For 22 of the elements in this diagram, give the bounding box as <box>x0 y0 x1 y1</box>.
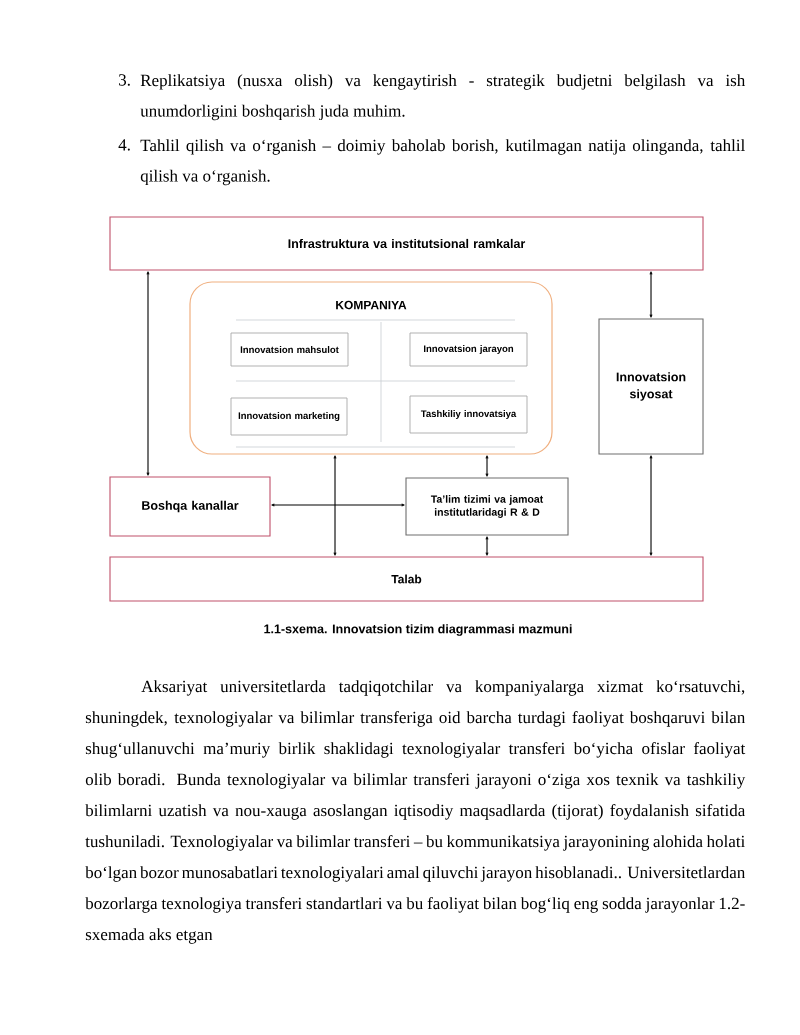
category-box: Innovatsion jarayon <box>409 332 528 367</box>
block-box: Talab <box>109 556 704 602</box>
category-box: Innovatsion mahsulot <box>230 332 349 367</box>
list-item: Tahlil qilish va o‘rganish – doimiy baholab borish, kutilmagan natija olinganda, tahlil qilish va o‘rganish. <box>140 139 745 186</box>
block-box: Boshqa kanallar <box>109 476 271 537</box>
arrow <box>649 271 653 318</box>
arrow <box>333 455 337 556</box>
arrow <box>271 503 405 507</box>
block-box: Innovatsion siyosat <box>598 318 704 455</box>
block-box: Infrastruktura va institutsional ramkalar <box>109 216 704 271</box>
block-box: Ta’lim tizimi va jamoat institutlaridagi R & D <box>405 477 569 536</box>
category-box: Innovatsion marketing <box>230 397 348 436</box>
list-item: Replikatsiya (nusxa olish) va kengaytirish - strategik budjetni belgilash va ish unumdorligini boshqarish juda muhim. <box>140 74 746 121</box>
arrow <box>485 455 489 477</box>
list-number: 3. <box>119 74 130 86</box>
list-number: 4. <box>118 139 130 151</box>
caption: 1.1-sxema. Innovatsion tizim diagrammasi mazmuni <box>264 624 572 636</box>
arrow <box>649 455 653 556</box>
arrow <box>485 536 489 556</box>
paragraph: Aksariyat universitetlarda tadqiqotchilar va kompaniyalarga xizmat ko‘rsatuvchi, shuningdek, texnologiyalar va bilimlar transferiga oid barcha turdagi faoliyat boshqaruvi bilan shug‘ullanuvchi ma’muriy birlik shaklidagi texnologiyalar transferi bo‘yicha ofislar faoliyat olib boradi. Bunda texnologiyalar va bilimlar transferi jarayoni o‘ziga xos texnik va tashkiliy bilimlarni uzatish va nou-xauga asoslangan iqtisodiy maqsadlarda (tijorat) foydalanish sifatida tushuniladi. Texnologiyalar va bilimlar transferi – bu kommunikatsiya jarayonining alohida holati bo‘lgan bozor munosabatlari texnologiyalari amal qiluvchi jarayon hisoblanadi.. Universitetlardan bozorlarga texnologiya transferi standartlari va bu faoliyat bilan bog‘liq eng sodda jarayonlar 1.2-sxemada aks etgan <box>85 680 746 944</box>
arrow <box>146 271 150 476</box>
category-box: Tashkiliy innovatsiya <box>409 395 528 434</box>
